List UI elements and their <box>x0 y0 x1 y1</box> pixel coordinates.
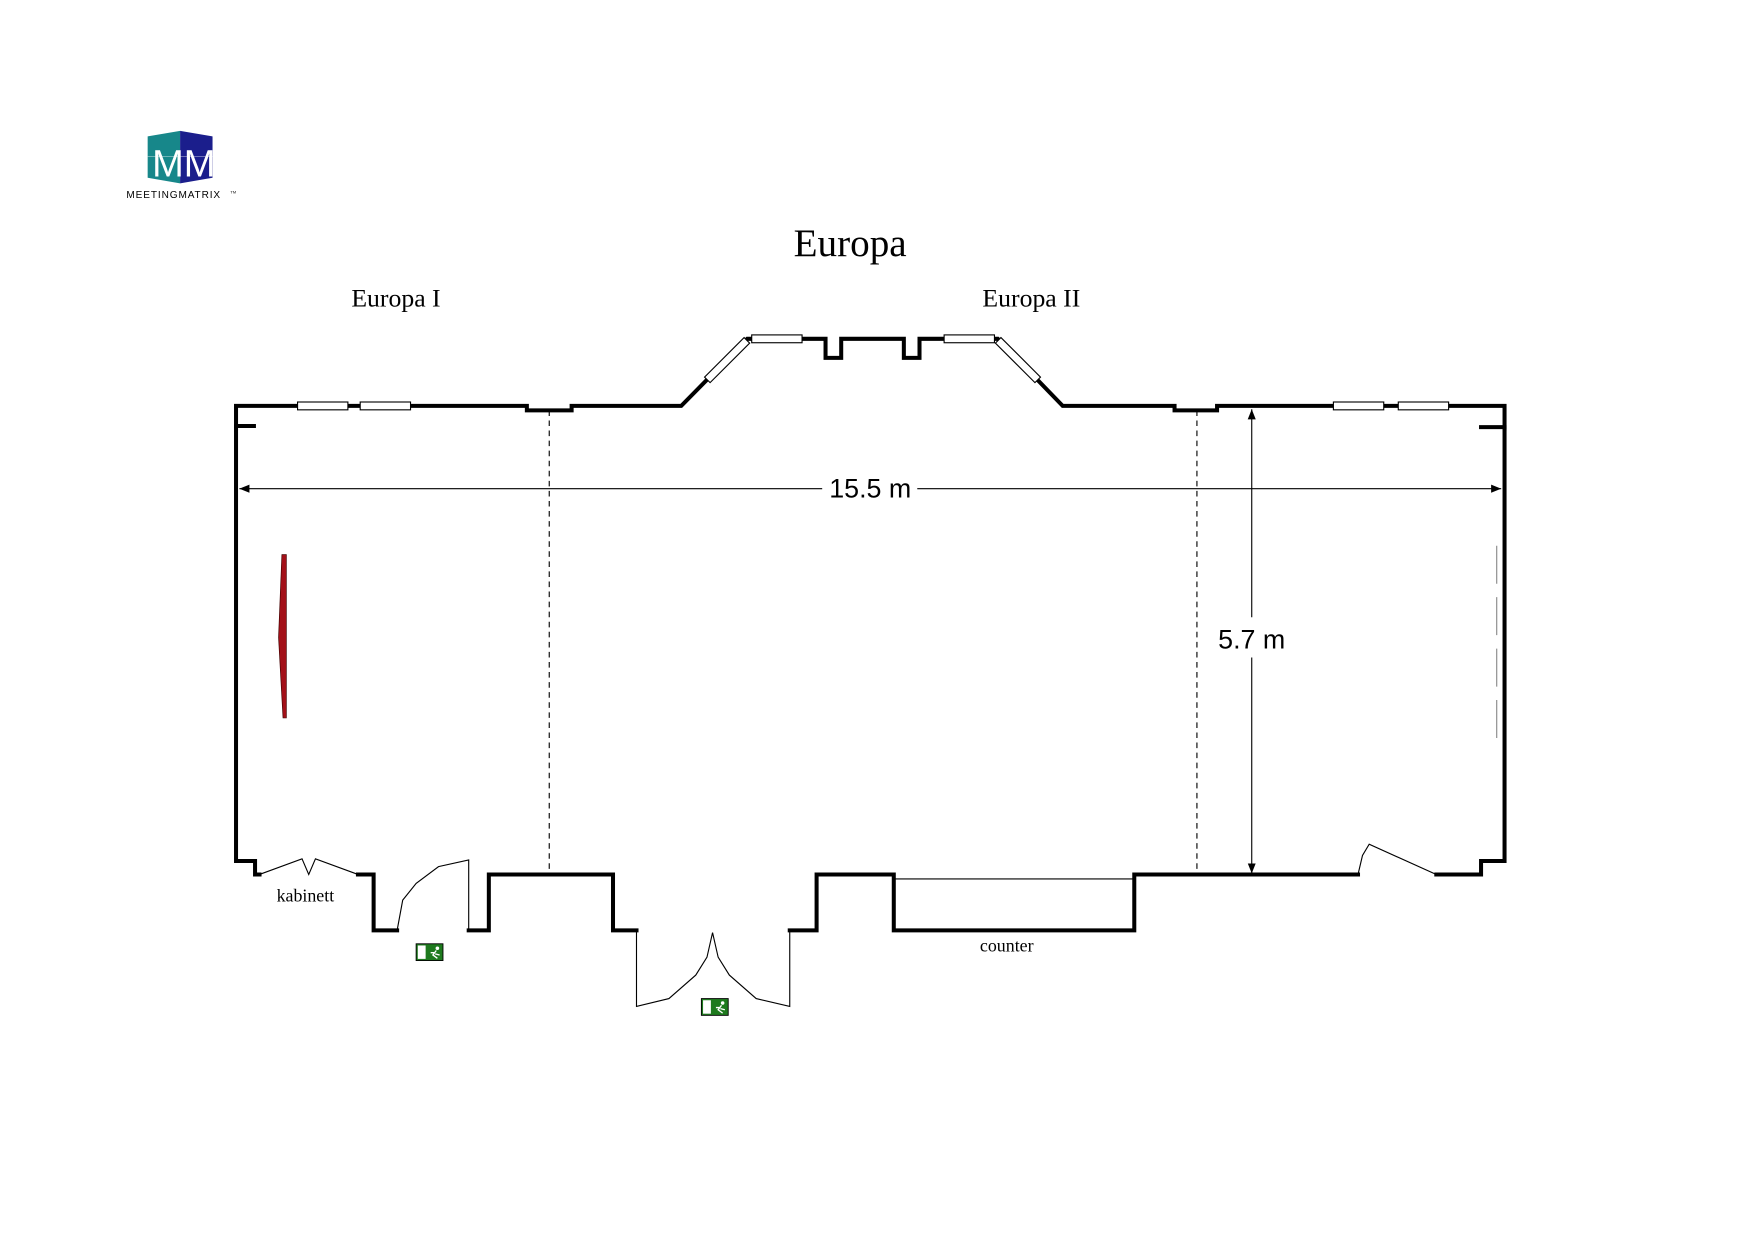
exit-sign-icon <box>700 998 729 1016</box>
exit-sign-icon <box>415 943 444 962</box>
windows <box>296 334 1450 411</box>
logo-text: MEETINGMATRIX <box>126 190 221 201</box>
section-label-europa-ii: Europa II <box>982 283 1080 312</box>
depth-dimension-label: 5.7 m <box>1218 625 1285 655</box>
plan-title: Europa <box>794 222 907 265</box>
room-label-kabinett: kabinett <box>277 885 335 905</box>
meetingmatrix-logo: MM MEETINGMATRIX TM <box>126 130 236 201</box>
svg-text:MM: MM <box>152 144 215 186</box>
stage <box>278 554 287 719</box>
doors <box>259 843 1437 1008</box>
width-dimension-label: 15.5 m <box>829 474 911 504</box>
logo-tm: TM <box>230 189 236 194</box>
section-label-europa-i: Europa I <box>351 283 440 312</box>
room-label-counter: counter <box>980 936 1034 956</box>
walls <box>234 336 1507 933</box>
